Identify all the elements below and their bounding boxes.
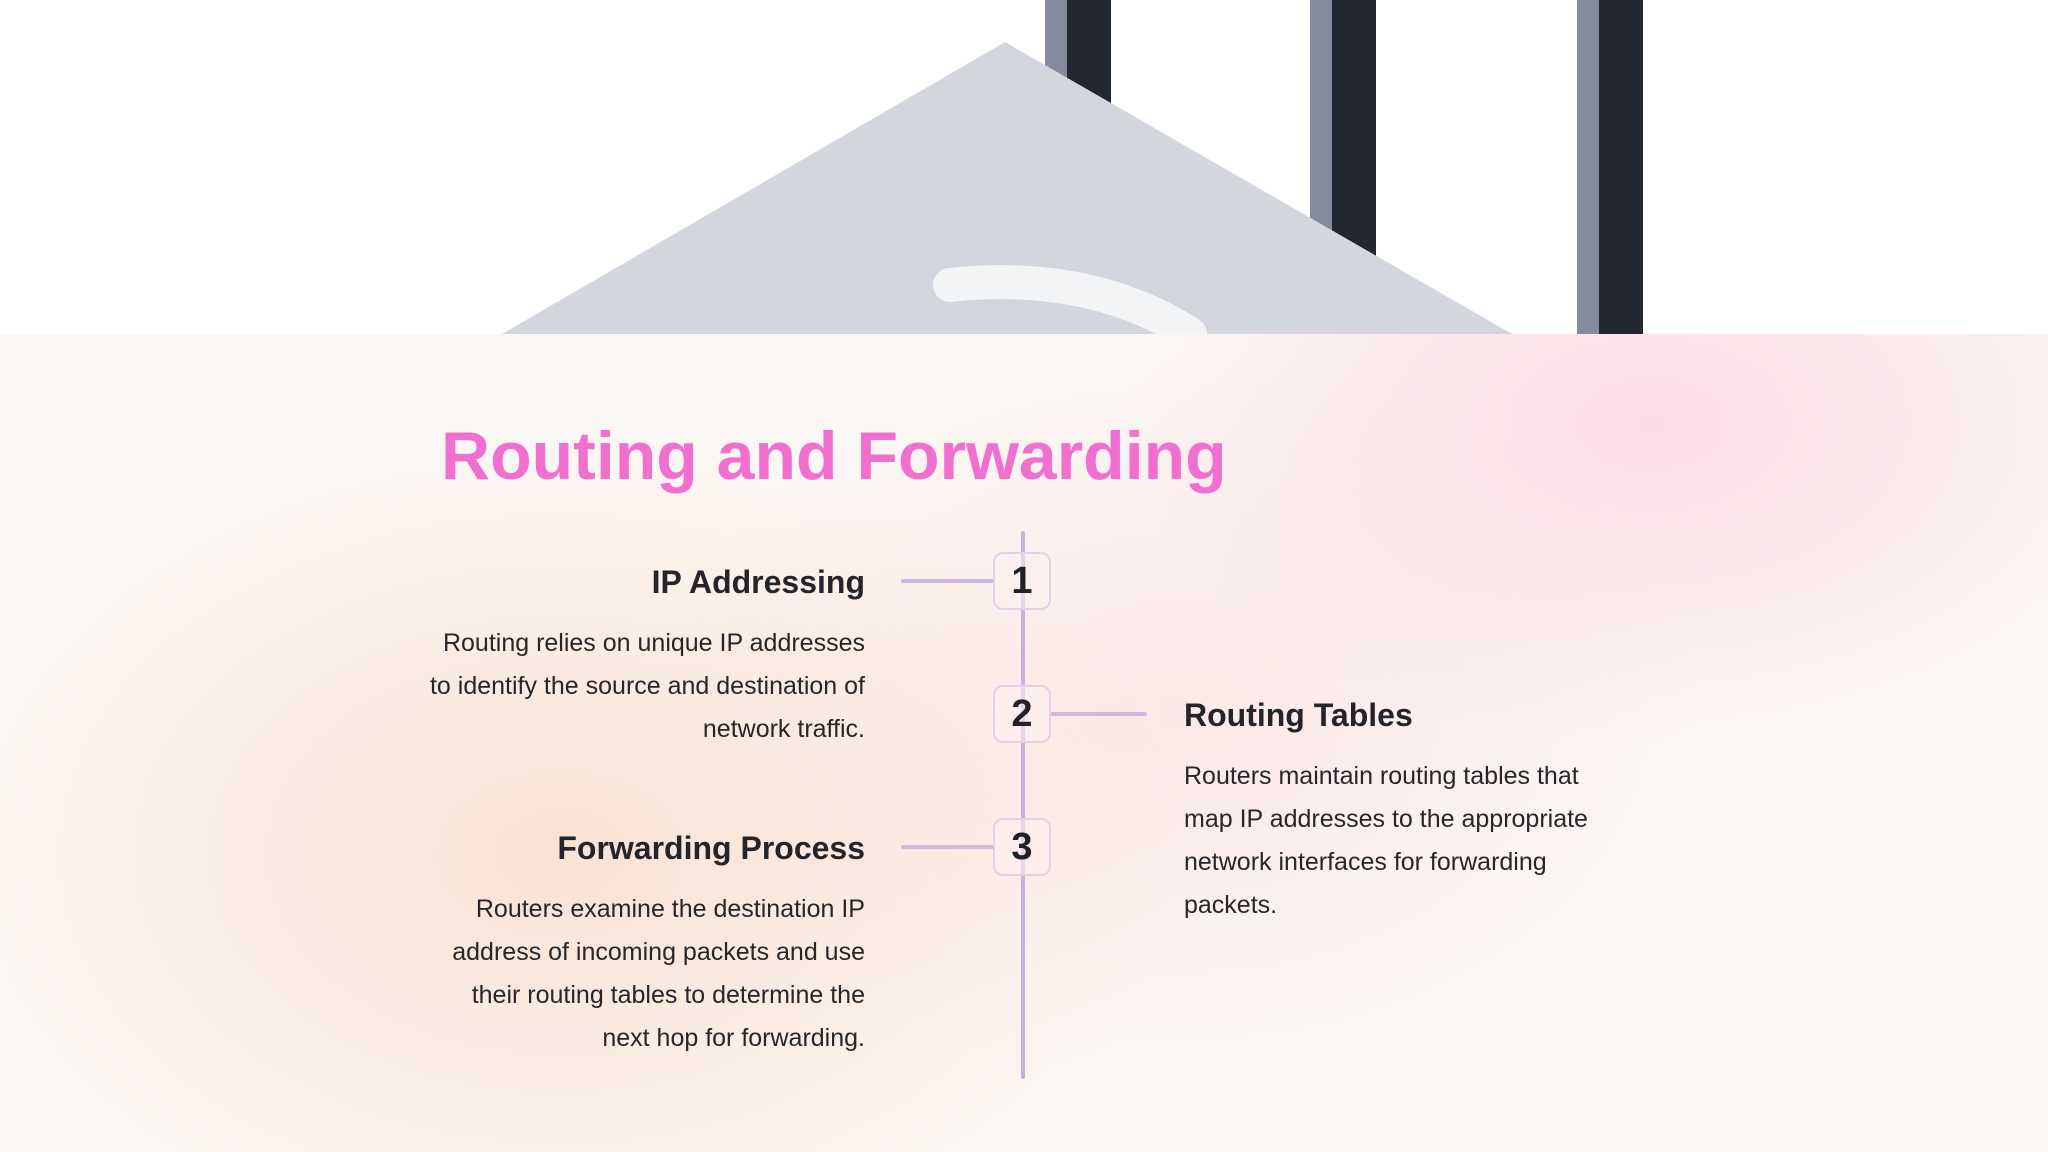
page-title: Routing and Forwarding [441, 418, 1227, 494]
timeline-connector-3 [901, 845, 995, 849]
content-section: Routing and Forwarding 1 2 3 IP Addressi… [0, 334, 2048, 1152]
router-body [502, 42, 1512, 334]
step-title-forwarding-process: Forwarding Process [557, 830, 865, 866]
hero-image [0, 0, 2048, 334]
timeline-connector-2 [1049, 712, 1147, 716]
step-text-ip-addressing: Routing relies on unique IP addresses to… [429, 629, 865, 743]
router-illustration [502, 0, 1643, 334]
step-number-3: 3 [993, 818, 1051, 876]
step-text-forwarding-process: Routers examine the destination IP addre… [452, 895, 865, 1052]
step-number-1: 1 [993, 552, 1051, 610]
step-text-routing-tables: Routers maintain routing tables that map… [1184, 762, 1588, 919]
step-number-2: 2 [993, 685, 1051, 743]
timeline-connector-1 [901, 579, 995, 583]
router-light [933, 265, 1207, 334]
step-title-routing-tables: Routing Tables [1184, 697, 1413, 733]
step-title-ip-addressing: IP Addressing [651, 564, 865, 600]
timeline-line [1021, 531, 1025, 1079]
